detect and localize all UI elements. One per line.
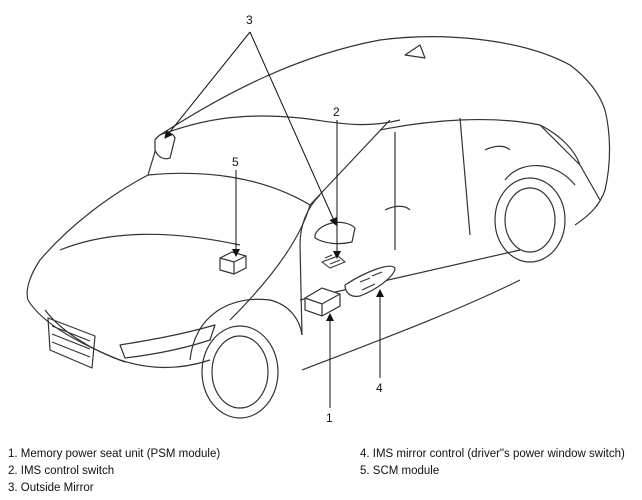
callout-3: 3 [246,13,253,27]
legend-item-1: 1. Memory power seat unit (PSM module) [8,448,221,460]
leader-line-3b [249,31,337,226]
legend-item-5: 5. SCM module [360,465,440,477]
outside-mirror-left [154,132,176,160]
ims-mirror-control-switch [344,265,396,297]
legend-item-2: 2. IMS control switch [8,465,115,477]
outside-mirror-right [314,221,356,245]
leader-line-3a [164,31,251,139]
psm-module [304,287,341,317]
legend-item-3: 3. Outside Mirror [8,482,94,494]
callout-4: 4 [376,381,383,395]
legend-left-column: 1. Memory power seat unit (PSM module) 2… [8,446,220,497]
ims-control-switch [320,254,346,269]
legend-right-column: 4. IMS mirror control (driver"s power wi… [360,446,625,480]
car-illustration [26,36,611,419]
scm-module [219,251,247,275]
legend-item-4: 4. IMS mirror control (driver"s power wi… [360,448,625,460]
callout-1: 1 [326,411,333,425]
vehicle-component-location-diagram: 3 2 5 4 1 [26,13,611,425]
callout-2: 2 [333,105,340,119]
callout-5: 5 [232,155,239,169]
